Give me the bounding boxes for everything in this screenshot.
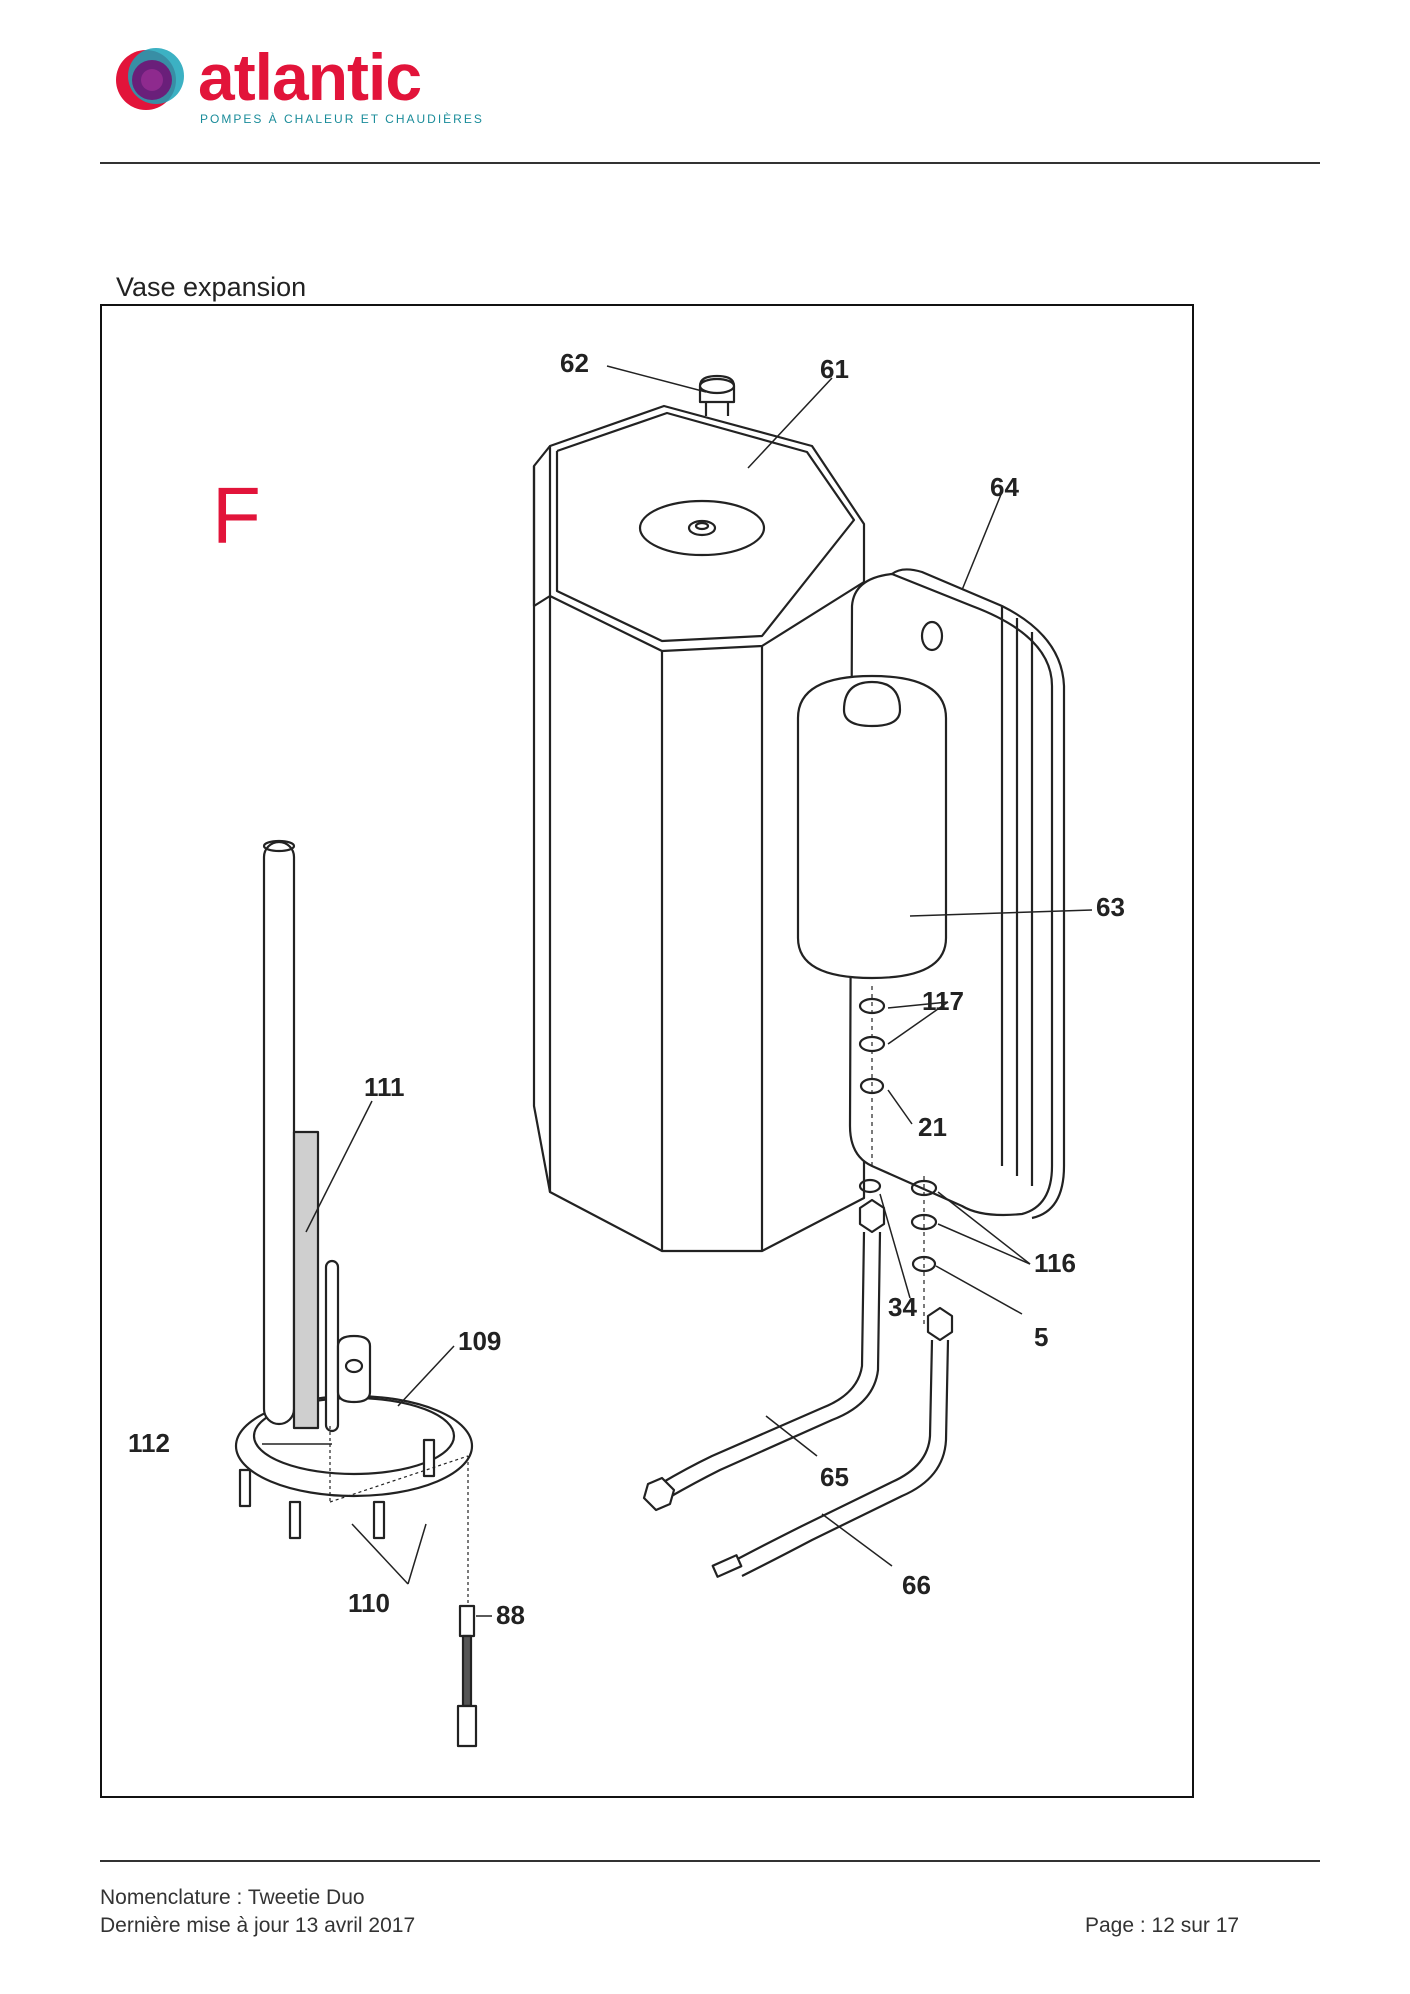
expansion-tank-body: [532, 404, 866, 1253]
part-label-109: 109: [458, 1326, 501, 1356]
part-label-62: 62: [560, 348, 589, 378]
part-label-64: 64: [990, 472, 1019, 502]
part-label-34: 34: [888, 1292, 917, 1322]
valve-cap-part: [698, 374, 736, 416]
hose-66: [711, 1306, 954, 1578]
part-label-88: 88: [496, 1600, 525, 1630]
footer-updated-date: Dernière mise à jour 13 avril 2017: [100, 1914, 416, 1937]
footer-divider: [100, 1860, 1320, 1862]
sensor-88: [456, 1604, 478, 1748]
part-label-61: 61: [820, 354, 849, 384]
cylindrical-vessel: [796, 674, 1093, 980]
part-label-21: 21: [918, 1112, 947, 1142]
header-divider: [100, 162, 1320, 164]
exploded-diagram-frame: F: [100, 304, 1194, 1798]
part-label-63: 63: [1096, 892, 1125, 922]
brand-name: atlantic: [198, 40, 422, 114]
section-title: Vase expansion: [116, 272, 307, 302]
brand-tagline: POMPES À CHALEUR ET CHAUDIÈRES: [200, 112, 484, 126]
heating-element-assembly: [234, 839, 474, 1606]
part-label-5: 5: [1034, 1322, 1048, 1352]
footer-nomenclature: Nomenclature : Tweetie Duo: [100, 1886, 365, 1909]
part-label-65: 65: [820, 1462, 849, 1492]
footer-page-number: Page : 12 sur 17: [1085, 1914, 1240, 1937]
brand-logo: atlantic POMPES À CHALEUR ET CHAUDIÈRES: [112, 36, 492, 136]
part-label-117: 117: [922, 986, 964, 1016]
part-label-111: 111: [364, 1072, 405, 1102]
part-label-66: 66: [902, 1570, 931, 1600]
part-label-112: 112: [128, 1428, 170, 1458]
part-label-116: 116: [1034, 1248, 1076, 1278]
section-letter: F: [212, 471, 261, 560]
exploded-view-drawing: 62 61 64 63 117 21 111 116 34 5 109 112 …: [128, 348, 1125, 1748]
hose-65: [642, 1198, 886, 1512]
part-label-110: 110: [348, 1588, 390, 1618]
atlantic-logo-mark-icon: [116, 48, 184, 110]
